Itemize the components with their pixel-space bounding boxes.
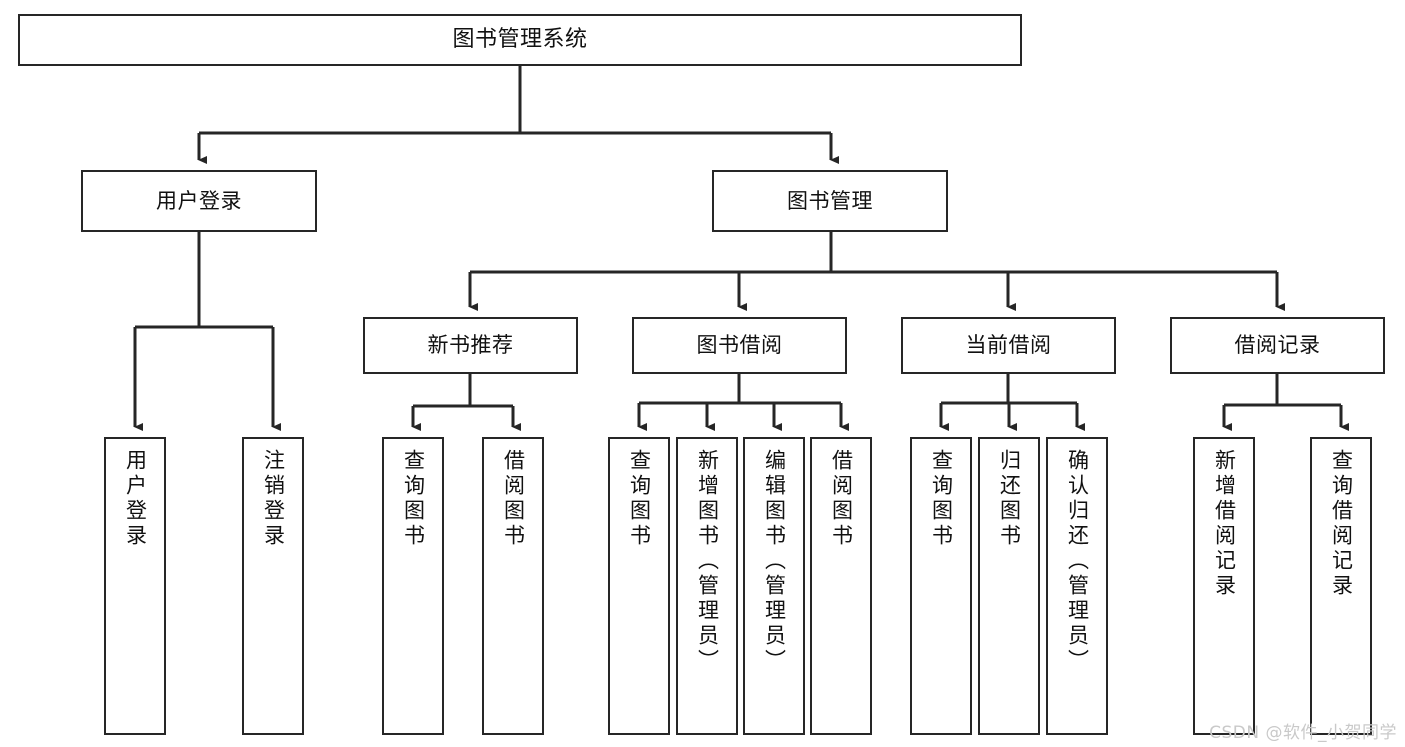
- node-label: 新书推荐: [427, 333, 514, 358]
- node-user-login[interactable]: 用户登录: [81, 170, 317, 232]
- node-label: 图书管理: [787, 188, 873, 213]
- node-label: 新增借阅记录: [1212, 449, 1237, 599]
- leaf-user-login-login[interactable]: 用户登录: [104, 437, 166, 735]
- node-new-book-recommend[interactable]: 新书推荐: [363, 317, 578, 374]
- leaf-book-borrow-borrow[interactable]: 借阅图书: [810, 437, 872, 735]
- node-label: 新增图书（管理员）: [695, 449, 720, 674]
- node-label: 查询借阅记录: [1329, 449, 1354, 599]
- node-label: 用户登录: [123, 449, 148, 549]
- node-label: 借阅记录: [1234, 333, 1321, 358]
- leaf-current-borrow-query[interactable]: 查询图书: [910, 437, 972, 735]
- watermark-text: CSDN @软件_小贺同学: [1209, 723, 1397, 743]
- node-root-system[interactable]: 图书管理系统: [18, 14, 1022, 66]
- node-label: 用户登录: [156, 188, 242, 213]
- node-book-borrow[interactable]: 图书借阅: [632, 317, 847, 374]
- node-label: 查询图书: [627, 449, 652, 549]
- node-label: 当前借阅: [965, 333, 1052, 358]
- node-label: 查询图书: [401, 449, 426, 549]
- leaf-borrow-record-add[interactable]: 新增借阅记录: [1193, 437, 1255, 735]
- leaf-book-borrow-query[interactable]: 查询图书: [608, 437, 670, 735]
- leaf-user-login-logout[interactable]: 注销登录: [242, 437, 304, 735]
- leaf-new-book-borrow[interactable]: 借阅图书: [482, 437, 544, 735]
- node-label: 归还图书: [997, 449, 1022, 549]
- leaf-borrow-record-query[interactable]: 查询借阅记录: [1310, 437, 1372, 735]
- node-label: 图书借阅: [696, 333, 783, 358]
- node-label: 注销登录: [261, 449, 286, 549]
- leaf-book-borrow-edit[interactable]: 编辑图书（管理员）: [743, 437, 805, 735]
- node-borrow-record[interactable]: 借阅记录: [1170, 317, 1385, 374]
- node-label: 借阅图书: [829, 449, 854, 549]
- leaf-book-borrow-add[interactable]: 新增图书（管理员）: [676, 437, 738, 735]
- leaf-new-book-query[interactable]: 查询图书: [382, 437, 444, 735]
- node-book-management[interactable]: 图书管理: [712, 170, 948, 232]
- node-current-borrow[interactable]: 当前借阅: [901, 317, 1116, 374]
- node-label: 借阅图书: [501, 449, 526, 549]
- leaf-current-borrow-return[interactable]: 归还图书: [978, 437, 1040, 735]
- node-label: 编辑图书（管理员）: [762, 449, 787, 674]
- node-label: 图书管理系统: [452, 27, 588, 53]
- node-label: 查询图书: [929, 449, 954, 549]
- node-label: 确认归还（管理员）: [1065, 449, 1090, 674]
- leaf-current-borrow-confirm[interactable]: 确认归还（管理员）: [1046, 437, 1108, 735]
